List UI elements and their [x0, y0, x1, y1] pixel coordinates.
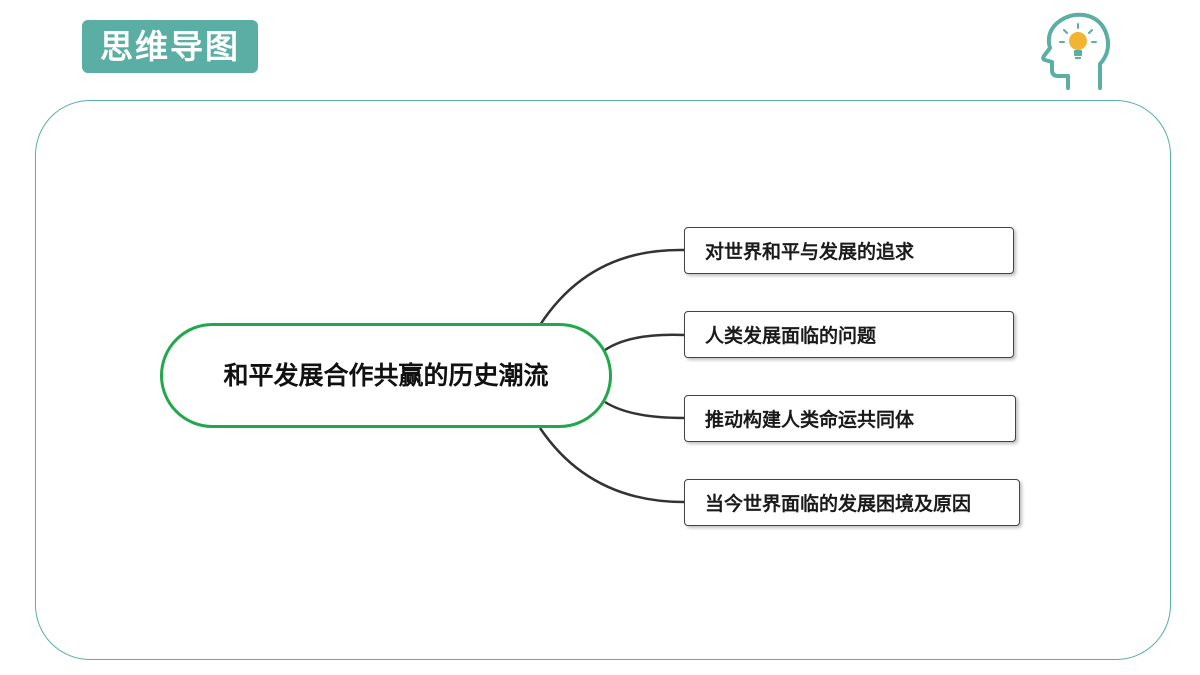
connector-1 — [538, 248, 685, 326]
branch-label: 对世界和平与发展的追求 — [705, 241, 915, 263]
head-lightbulb-icon — [1041, 12, 1111, 90]
branch-node-2[interactable]: 人类发展面临的问题 — [684, 311, 1014, 358]
content-frame — [35, 100, 1171, 660]
branch-label: 当今世界面临的发展困境及原因 — [705, 493, 972, 515]
connector-2 — [604, 333, 685, 352]
branch-label: 人类发展面临的问题 — [705, 325, 877, 347]
connector-3 — [604, 400, 685, 420]
page-title-badge: 思维导图 — [82, 20, 258, 73]
central-topic-label: 和平发展合作共赢的历史潮流 — [223, 360, 549, 390]
branch-node-4[interactable]: 当今世界面临的发展困境及原因 — [684, 479, 1020, 526]
branch-label: 推动构建人类命运共同体 — [705, 409, 915, 431]
page-title: 思维导图 — [100, 27, 240, 66]
branch-node-1[interactable]: 对世界和平与发展的追求 — [684, 227, 1014, 274]
central-topic-node[interactable]: 和平发展合作共赢的历史潮流 — [160, 323, 612, 428]
branch-node-3[interactable]: 推动构建人类命运共同体 — [684, 395, 1016, 442]
connector-4 — [538, 427, 685, 504]
